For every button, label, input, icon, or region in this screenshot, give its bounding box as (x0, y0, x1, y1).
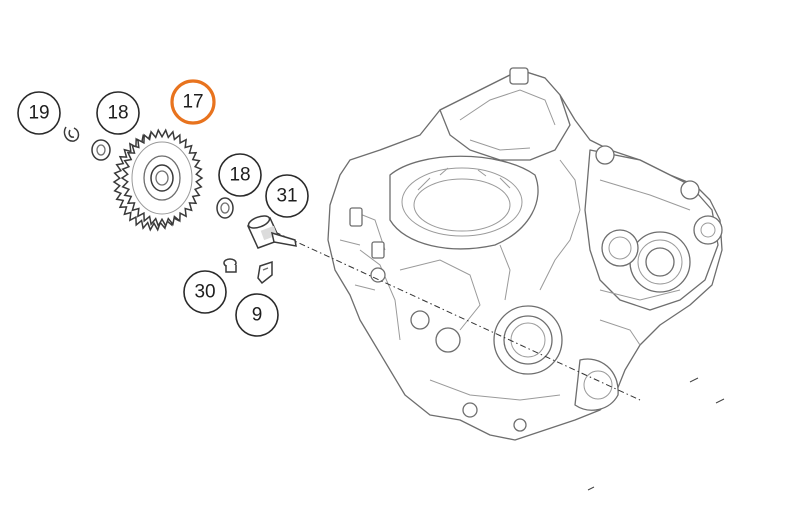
callout-31[interactable]: 31 (265, 174, 309, 218)
part-18-washer-lower (216, 197, 234, 219)
part-31-shaft (246, 215, 297, 249)
axis-tick (689, 377, 699, 383)
part-9-plate (257, 260, 273, 285)
callout-18-lower[interactable]: 18 (218, 153, 262, 197)
callout-30[interactable]: 30 (183, 270, 227, 314)
part-19-clip (63, 126, 80, 142)
part-18-washer-upper (91, 139, 111, 161)
axis-tick (715, 398, 725, 404)
callout-19-label: 19 (28, 103, 49, 124)
gear-ring-0 (131, 141, 193, 215)
callout-31-label: 31 (276, 186, 297, 207)
part-17-gear (112, 128, 204, 232)
callout-17-highlighted[interactable]: 17 (170, 79, 216, 125)
callout-17-label: 17 (182, 92, 203, 113)
engine-crankcase (327, 67, 723, 441)
callout-9-label: 9 (252, 305, 263, 326)
gear-ring-3 (155, 170, 169, 186)
callout-18-lower-label: 18 (229, 165, 250, 186)
callout-19[interactable]: 19 (17, 91, 61, 135)
part-30-bolt (223, 258, 237, 273)
callout-18-upper-label: 18 (107, 103, 128, 124)
axis-tick (587, 486, 595, 491)
callout-9[interactable]: 9 (235, 293, 279, 337)
callout-18-upper[interactable]: 18 (96, 91, 140, 135)
callout-30-label: 30 (194, 282, 215, 303)
